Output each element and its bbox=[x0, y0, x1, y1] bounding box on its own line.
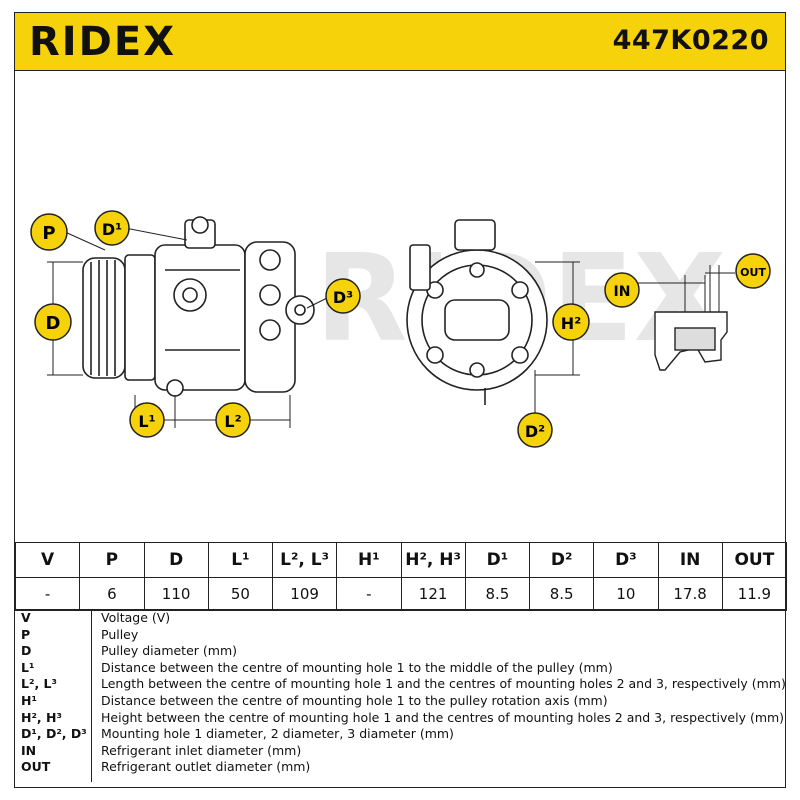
spec-value: 17.8 bbox=[657, 577, 723, 611]
spec-value: 8.5 bbox=[464, 577, 531, 611]
spec-header: D² bbox=[528, 542, 595, 578]
svg-text:D²: D² bbox=[525, 422, 545, 441]
svg-text:OUT: OUT bbox=[740, 266, 766, 279]
legend-row: D Pulley diameter (mm) bbox=[15, 643, 787, 660]
spec-value: 121 bbox=[400, 577, 466, 611]
spec-header: P bbox=[79, 542, 145, 578]
legend-key: IN bbox=[21, 742, 37, 758]
svg-text:D³: D³ bbox=[333, 288, 353, 307]
fitting-detail bbox=[654, 311, 728, 371]
svg-text:IN: IN bbox=[614, 284, 631, 300]
legend-key: H¹ bbox=[21, 692, 37, 708]
legend-desc: Refrigerant inlet diameter (mm) bbox=[101, 742, 302, 758]
spec-header: D¹ bbox=[464, 542, 531, 578]
legend-row: L², L³ Length between the centre of moun… bbox=[15, 676, 787, 693]
legend-row: P Pulley bbox=[15, 627, 787, 644]
spec-header: L¹ bbox=[207, 542, 274, 578]
svg-text:D¹: D¹ bbox=[102, 220, 122, 239]
legend-desc: Height between the centre of mounting ho… bbox=[101, 709, 785, 725]
spec-value: - bbox=[336, 577, 402, 611]
legend-row: D¹, D², D³ Mounting hole 1 diameter, 2 d… bbox=[15, 726, 787, 743]
part-number: 447K0220 bbox=[612, 25, 769, 56]
spec-value: - bbox=[14, 577, 81, 611]
legend-row: OUT Refrigerant outlet diameter (mm) bbox=[15, 759, 787, 776]
document-frame: RIDEX 447K0220 RIDEX bbox=[14, 12, 788, 788]
legend-key: H², H³ bbox=[21, 709, 62, 725]
legend-desc: Pulley bbox=[101, 626, 139, 642]
label-D-badge: D bbox=[34, 303, 72, 341]
legend-desc: Pulley diameter (mm) bbox=[101, 643, 237, 659]
spec-header: D bbox=[143, 542, 209, 578]
svg-text:H²: H² bbox=[561, 314, 581, 333]
legend-row: IN Refrigerant inlet diameter (mm) bbox=[15, 743, 787, 760]
label-D1-badge: D¹ bbox=[94, 210, 130, 246]
label-IN-badge: IN bbox=[604, 272, 640, 308]
legend-row: H², H³ Height between the centre of moun… bbox=[15, 710, 787, 727]
label-D2-badge: D² bbox=[517, 412, 553, 448]
legend-key: D bbox=[21, 643, 32, 659]
svg-text:D: D bbox=[46, 313, 61, 334]
compressor-side-view bbox=[82, 216, 315, 397]
spec-value: 10 bbox=[593, 577, 659, 611]
spec-header: IN bbox=[657, 542, 723, 578]
ridex-logo: RIDEX bbox=[29, 21, 176, 61]
legend-divider bbox=[91, 610, 92, 782]
legend-key: V bbox=[21, 610, 31, 625]
spec-header: L², L³ bbox=[271, 542, 338, 578]
legend-desc: Voltage (V) bbox=[101, 610, 171, 625]
legend-desc: Mounting hole 1 diameter, 2 diameter, 3 … bbox=[101, 726, 454, 742]
spec-value: 8.5 bbox=[528, 577, 595, 611]
legend-row: H¹ Distance between the centre of mounti… bbox=[15, 693, 787, 710]
spec-value-row: - 6 110 50 109 - 121 8.5 8.5 10 17.8 11.… bbox=[14, 577, 788, 611]
label-H2-badge: H² bbox=[552, 303, 590, 341]
label-L1-badge: L¹ bbox=[129, 402, 165, 438]
legend-key: D¹, D², D³ bbox=[21, 726, 87, 742]
spec-header: OUT bbox=[721, 542, 788, 578]
label-L2-badge: L² bbox=[215, 402, 251, 438]
spec-value: 11.9 bbox=[721, 577, 788, 611]
svg-text:P: P bbox=[42, 223, 55, 244]
header-bar: RIDEX 447K0220 bbox=[15, 13, 785, 71]
spec-table: V P D L¹ L², L³ H¹ H², H³ D¹ D² D³ IN OU… bbox=[14, 542, 788, 611]
svg-text:L¹: L¹ bbox=[138, 412, 155, 431]
label-P-badge: P bbox=[30, 213, 68, 251]
svg-text:L²: L² bbox=[224, 412, 241, 431]
svg-text:RIDEX: RIDEX bbox=[29, 21, 176, 61]
legend-key: L², L³ bbox=[21, 676, 57, 692]
spec-header-row: V P D L¹ L², L³ H¹ H², H³ D¹ D² D³ IN OU… bbox=[14, 542, 788, 578]
legend-key: OUT bbox=[21, 759, 51, 775]
legend-desc: Distance between the centre of mounting … bbox=[101, 692, 608, 708]
legend-key: P bbox=[21, 626, 31, 642]
spec-header: D³ bbox=[593, 542, 659, 578]
spec-header: V bbox=[14, 542, 81, 578]
legend-desc: Length between the centre of mounting ho… bbox=[101, 676, 786, 692]
label-D3-badge: D³ bbox=[325, 278, 361, 314]
legend-row: V Voltage (V) bbox=[15, 610, 787, 627]
spec-value: 50 bbox=[207, 577, 274, 611]
spec-header: H², H³ bbox=[400, 542, 466, 578]
spec-header: H¹ bbox=[336, 542, 402, 578]
spec-value: 110 bbox=[143, 577, 209, 611]
legend-desc: Refrigerant outlet diameter (mm) bbox=[101, 759, 311, 775]
legend: V Voltage (V) P Pulley D Pulley diameter… bbox=[15, 609, 787, 782]
legend-row: L¹ Distance between the centre of mounti… bbox=[15, 660, 787, 677]
compressor-rear-view bbox=[406, 219, 548, 405]
label-OUT-badge: OUT bbox=[735, 253, 771, 289]
legend-key: L¹ bbox=[21, 659, 35, 675]
spec-value: 6 bbox=[79, 577, 145, 611]
legend-desc: Distance between the centre of mounting … bbox=[101, 659, 613, 675]
technical-drawing: RIDEX bbox=[15, 70, 785, 542]
spec-value: 109 bbox=[271, 577, 338, 611]
